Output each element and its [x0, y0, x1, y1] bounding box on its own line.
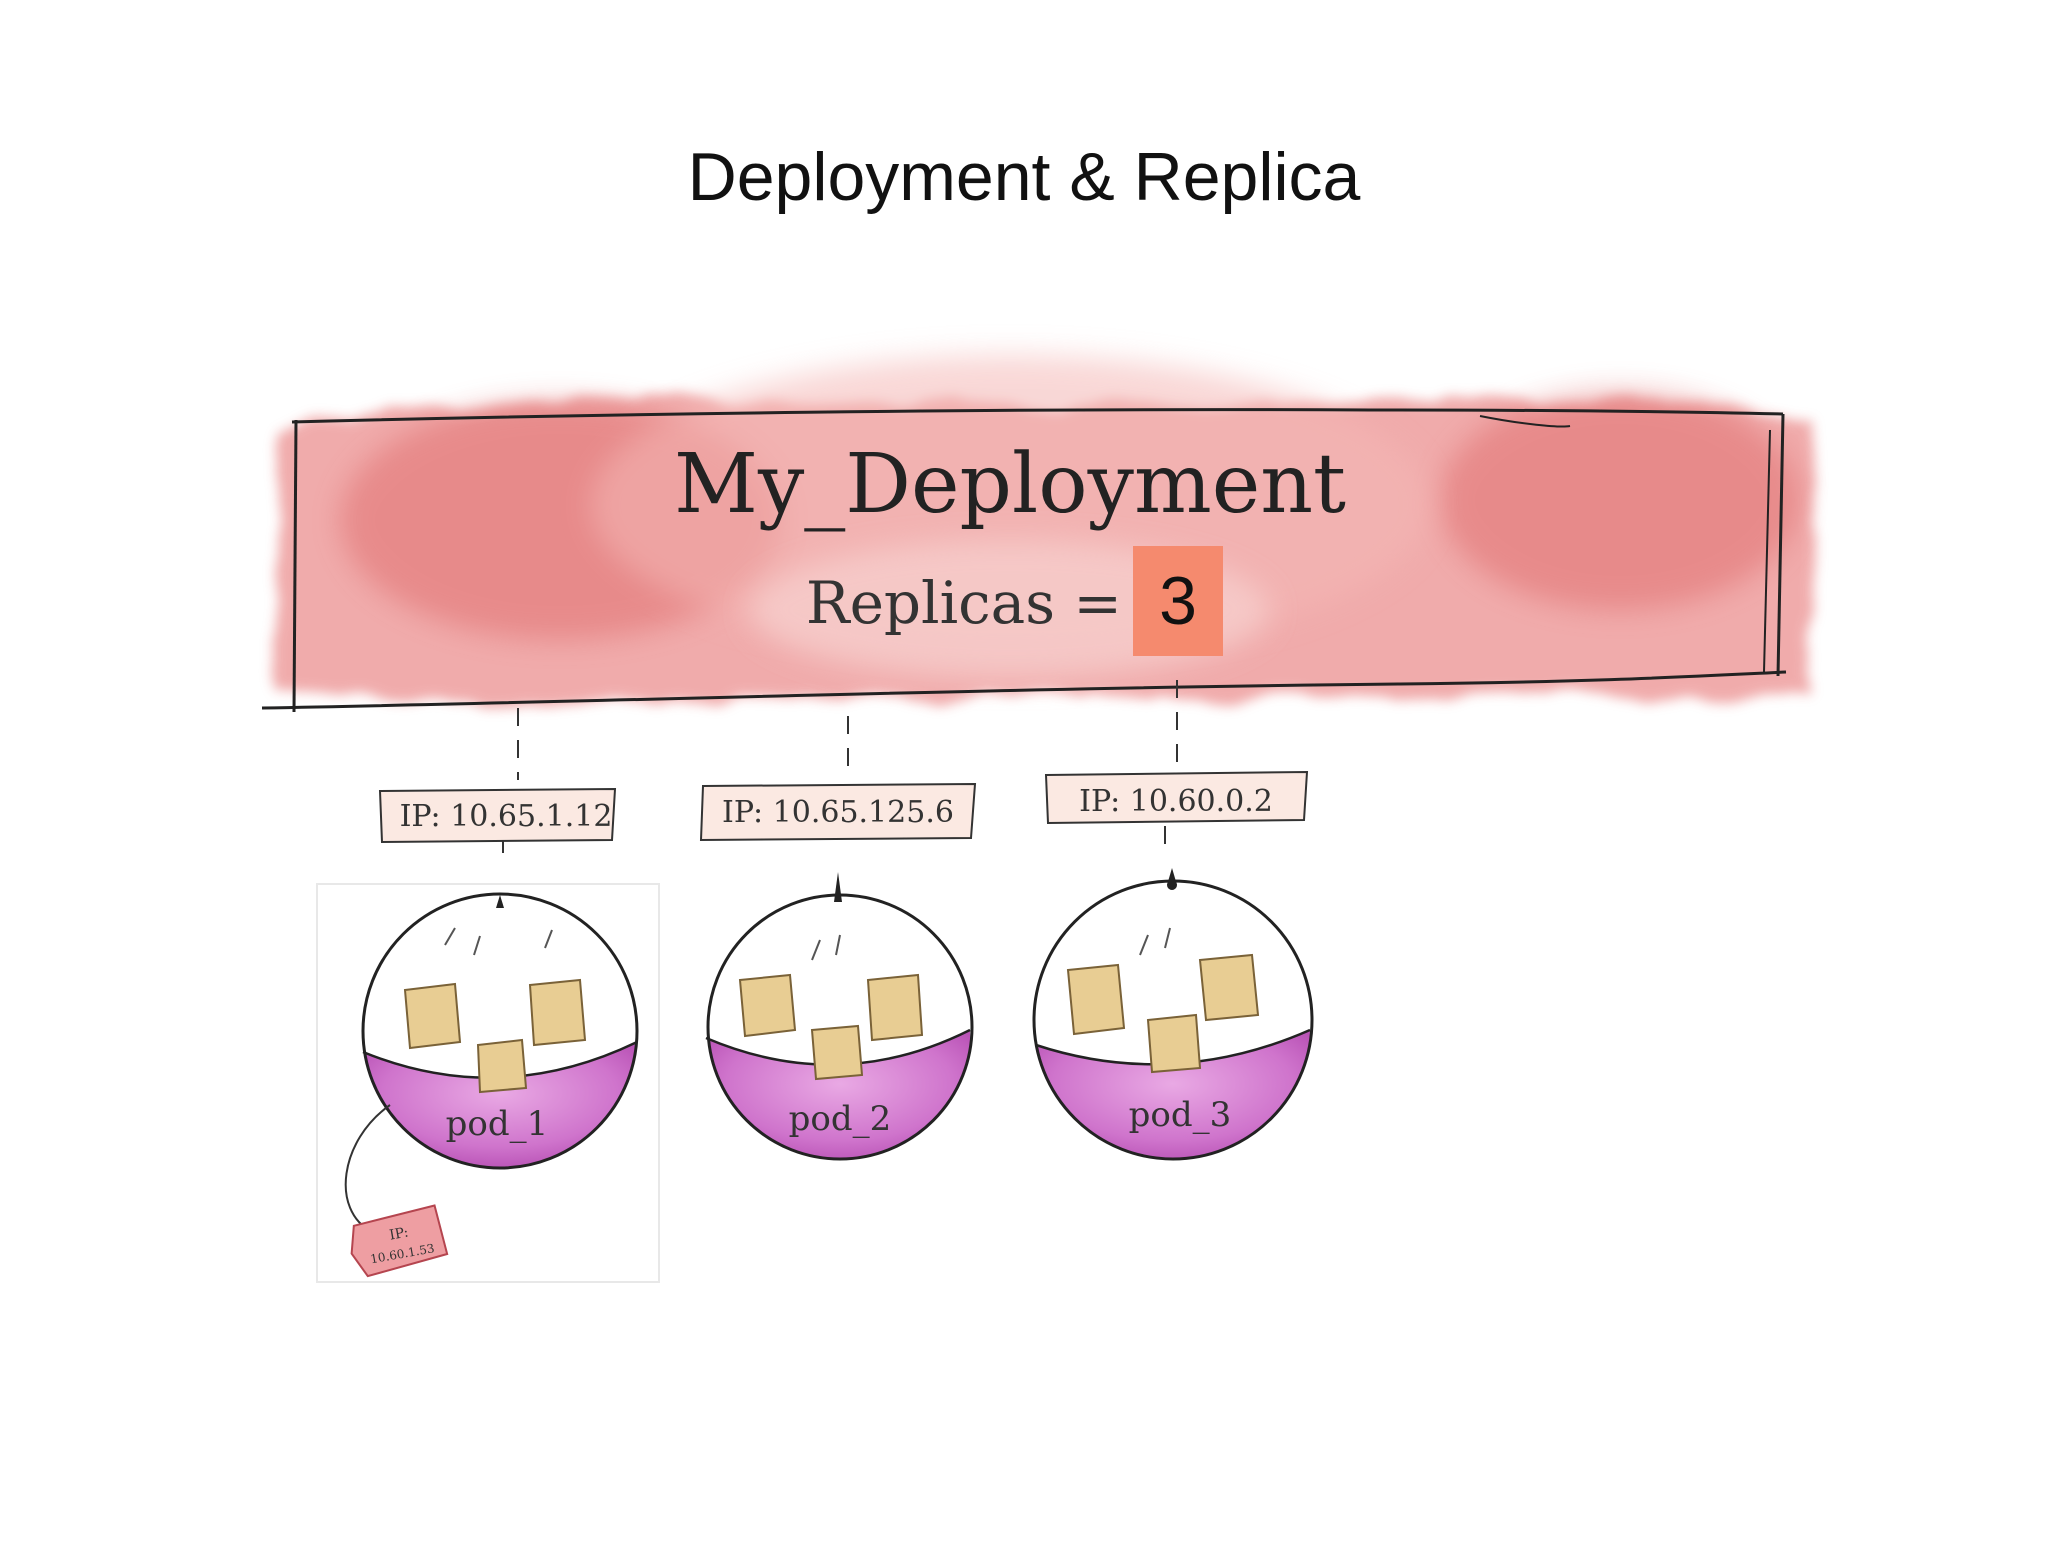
replica-count: 3 — [1159, 563, 1197, 639]
container-box-icon — [1066, 953, 1260, 1074]
deployment-name: My_Deployment — [674, 437, 1346, 532]
pod-1-frame — [316, 883, 660, 1283]
replicas-label: Replicas = — [806, 569, 1122, 637]
pod-tag-line1: IP: — [388, 1225, 410, 1244]
pod-sphere-icon — [705, 872, 974, 1161]
pod-3-name: pod_3 — [1129, 1095, 1232, 1135]
pod-2-ip-label: IP: 10.65.125.6 — [699, 782, 977, 842]
pod-3-ip-label: IP: 10.60.0.2 — [1044, 770, 1309, 825]
slide-title: Deployment & Replica — [687, 139, 1361, 215]
container-box-icon — [738, 973, 924, 1081]
pod-1-name: pod_1 — [446, 1104, 549, 1144]
ip-tag-icon: IP: 10.60.1.53 — [350, 1204, 449, 1278]
pod-3: pod_3 — [1032, 868, 1314, 1161]
container-box-icon — [403, 978, 587, 1094]
pod-2: pod_2 — [705, 872, 974, 1161]
pod-1-ip-text: IP: 10.65.1.12 — [400, 799, 613, 834]
replica-count-box — [1133, 546, 1223, 656]
deployment-banner: My_Deployment Replicas = 3 — [261, 355, 1812, 713]
pod-1: pod_1 IP: 10.60.1.53 — [344, 892, 639, 1278]
pod-2-name: pod_2 — [789, 1099, 892, 1139]
pod-2-ip-text: IP: 10.65.125.6 — [722, 795, 954, 830]
pod-3-ip-text: IP: 10.60.0.2 — [1079, 784, 1273, 819]
pod-connectors — [502, 680, 1178, 862]
pod-1-ip-label: IP: 10.65.1.12 — [378, 787, 617, 844]
